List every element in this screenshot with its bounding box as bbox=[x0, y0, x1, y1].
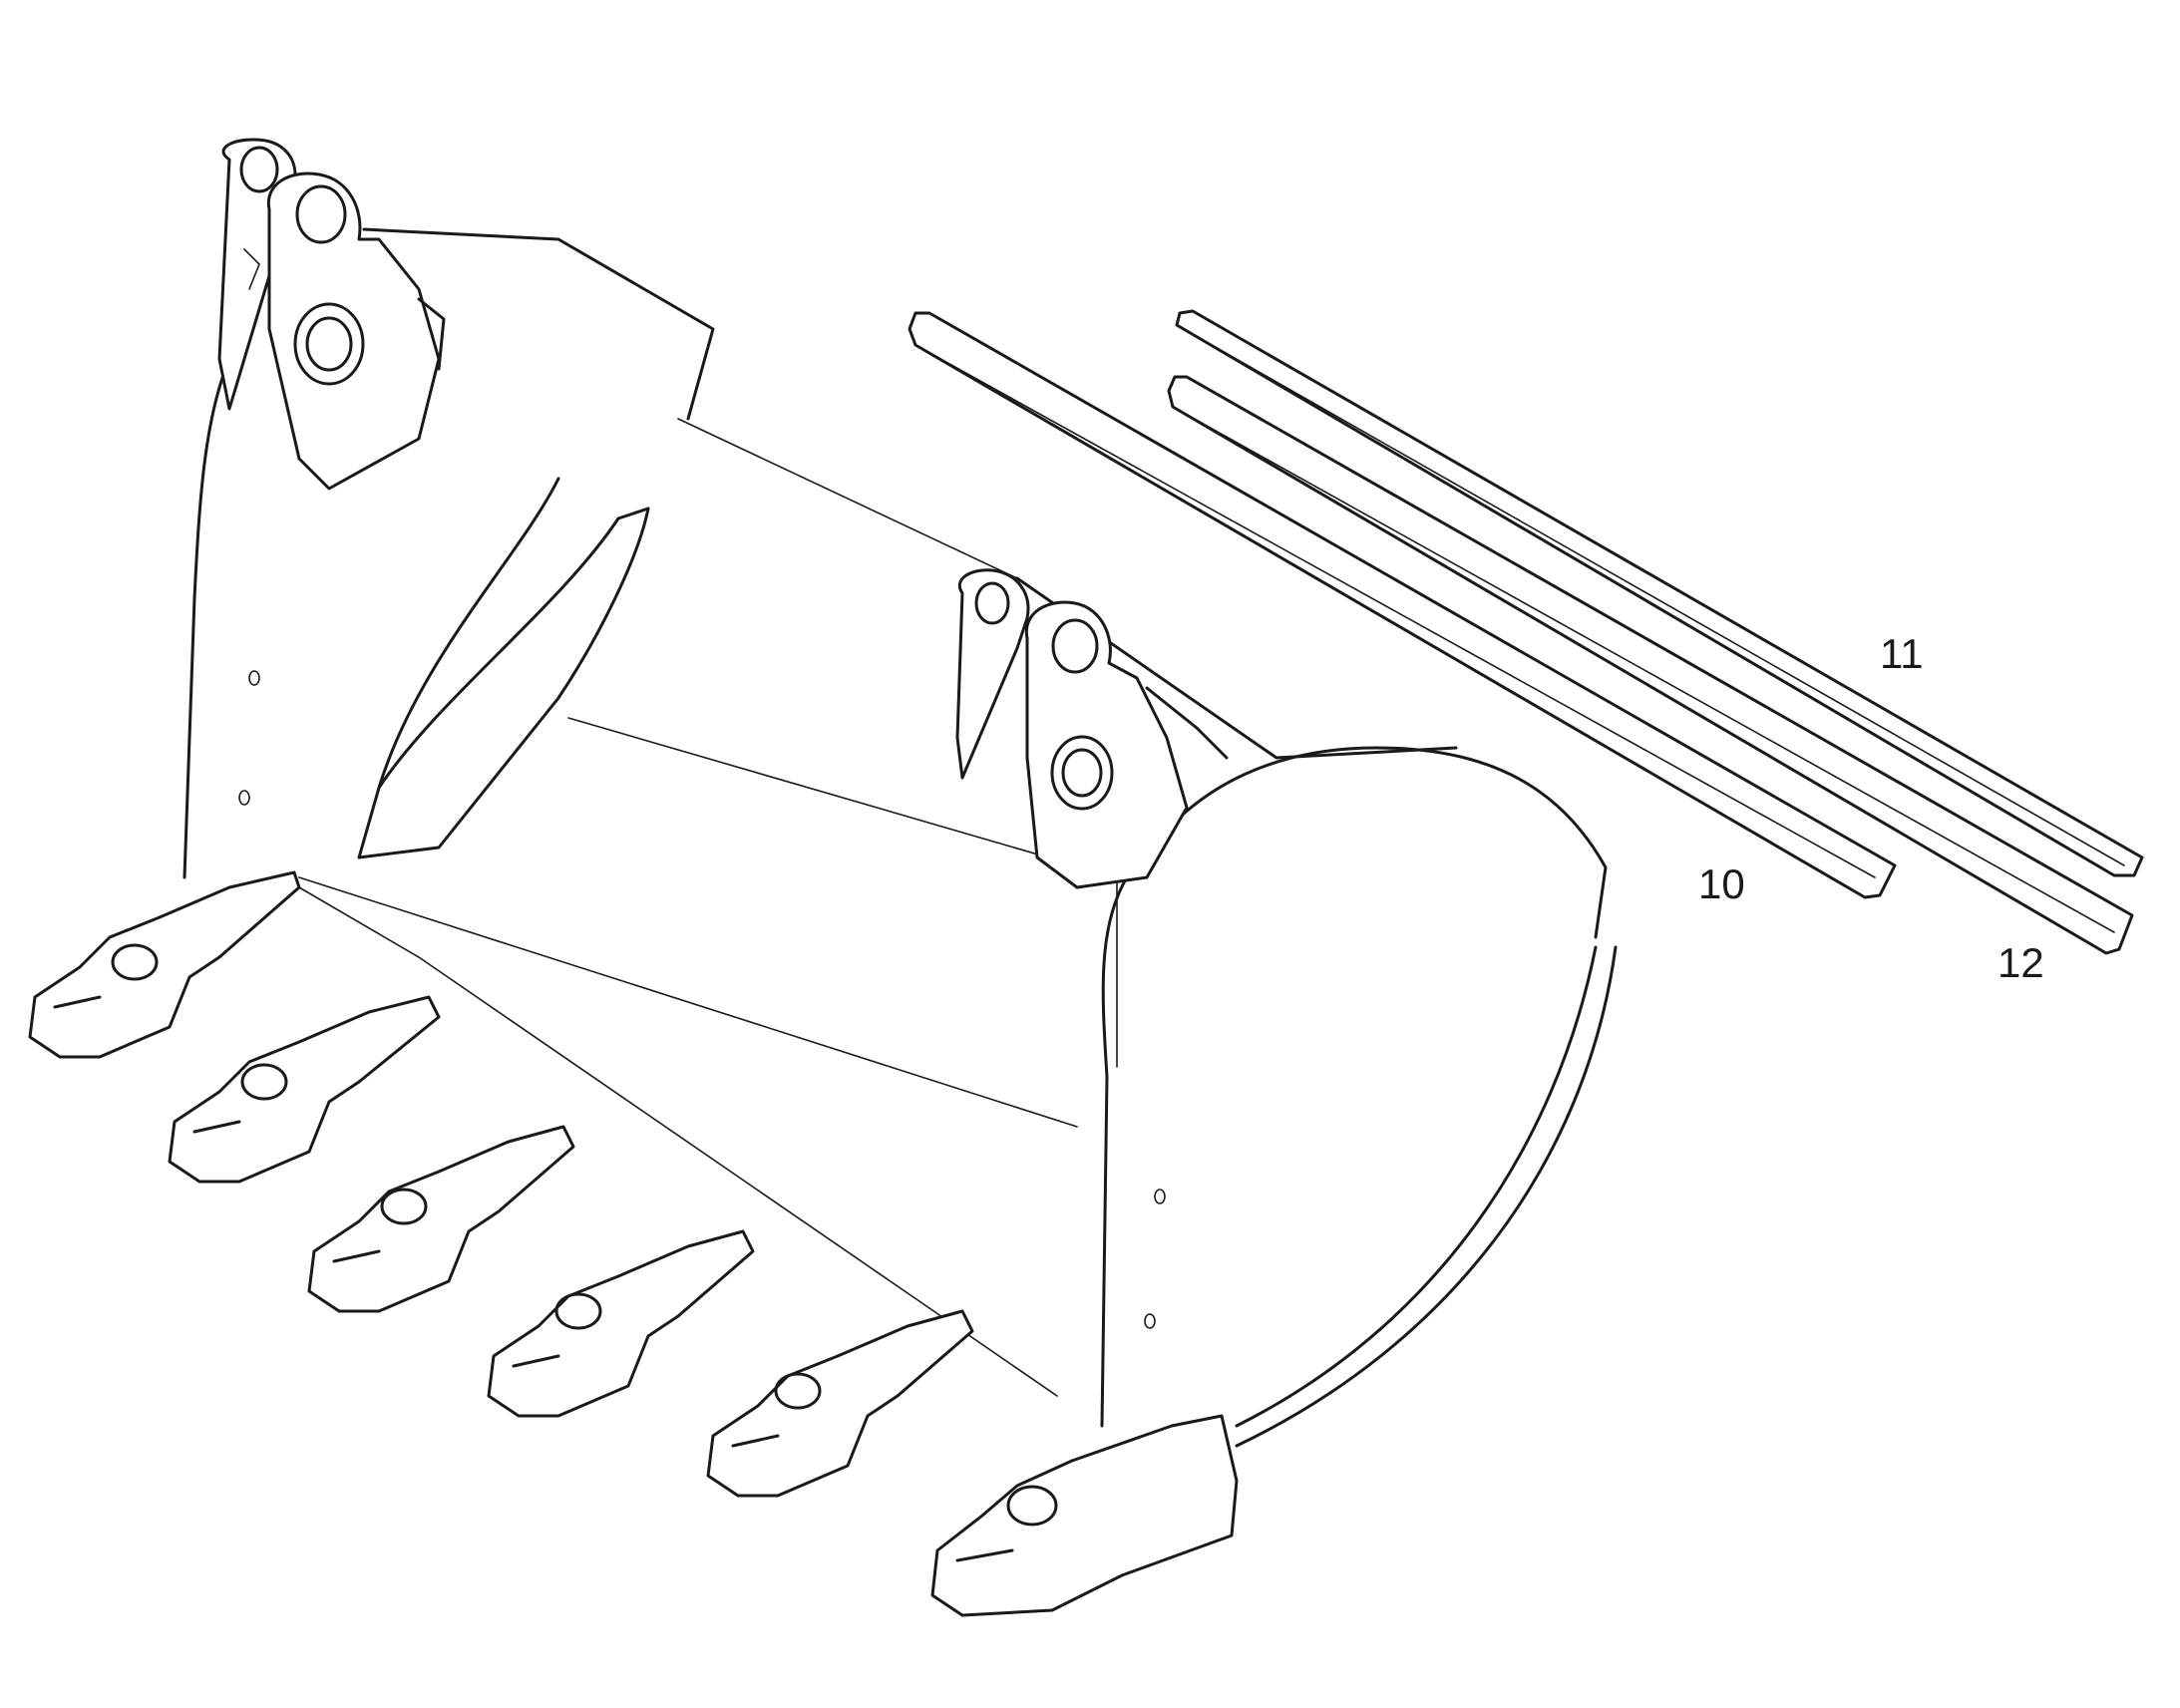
tooth-1 bbox=[28, 870, 301, 1059]
callout-part-11: 11 bbox=[1880, 630, 1924, 677]
bucket-teeth bbox=[28, 870, 1239, 1617]
right-hitch-bracket bbox=[955, 568, 1229, 889]
bar-12 bbox=[1167, 375, 2134, 955]
tooth-2 bbox=[168, 995, 441, 1184]
tooth-3 bbox=[307, 1125, 575, 1313]
bar-10 bbox=[908, 311, 1897, 899]
tooth-5 bbox=[706, 1309, 974, 1498]
wear-bars bbox=[908, 309, 2144, 955]
callout-part-12: 12 bbox=[1998, 939, 2044, 986]
left-hitch-bracket bbox=[217, 138, 446, 491]
tooth-6 bbox=[930, 1414, 1239, 1617]
bar-11 bbox=[1175, 309, 2144, 877]
tooth-4 bbox=[487, 1229, 755, 1418]
callout-part-10: 10 bbox=[1698, 860, 1745, 907]
